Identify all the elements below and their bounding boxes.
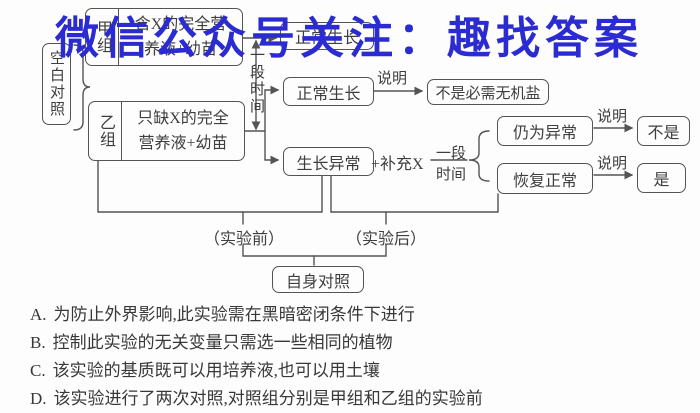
watermark: 微信公众号关注：趣找答案 xyxy=(55,14,643,63)
option-b-text: 控制此实验的无关变量只需选一些相同的植物 xyxy=(52,333,393,352)
recover-normal-box: 恢复正常 xyxy=(497,163,593,194)
explain-label-2: 说明 xyxy=(597,109,628,125)
outcome-brace xyxy=(468,130,490,182)
self-control-box: 自身对照 xyxy=(272,266,364,293)
group-a-content: 含X的完全营 养液+幼苗 xyxy=(119,12,242,62)
group-a-label-cell: 甲组 xyxy=(86,9,119,65)
group-a-box: 甲组 含X的完全营 养液+幼苗 xyxy=(85,8,243,66)
after-experiment-label: （实验后） xyxy=(345,231,426,248)
period2-line2: 时间 xyxy=(435,167,466,183)
blank-control-box: 空白对照 xyxy=(42,43,71,125)
group-b-normal-growth-box: 正常生长 xyxy=(283,77,374,106)
blank-control-label: 空白对照 xyxy=(48,50,64,118)
group-a-result-box: 正常生长 xyxy=(280,22,374,50)
not-essential-conclusion-box: 不是必需无机盐 xyxy=(427,79,549,105)
group-b-abnormal-growth-box: 生长异常 xyxy=(283,147,374,176)
before-experiment-label: （实验前） xyxy=(203,231,284,248)
option-c-label: C. xyxy=(30,361,46,380)
group-b-label: 乙组 xyxy=(97,114,114,148)
still-abnormal-box: 仍为异常 xyxy=(497,116,593,146)
group-b-content-line2: 营养液+幼苗 xyxy=(138,135,228,152)
group-b-content: 只缺X的完全 营养液+幼苗 xyxy=(122,106,244,156)
option-d-label: D. xyxy=(30,389,47,408)
group-b-box: 乙组 只缺X的完全 营养液+幼苗 xyxy=(88,101,245,161)
option-a-text: 为防止外界影响,此实验需在黑暗密闭条件下进行 xyxy=(53,305,415,324)
answer-no-box: 不是 xyxy=(637,116,690,146)
answer-yes-box: 是 xyxy=(637,163,686,193)
supplement-x-label: +补充X xyxy=(371,156,424,173)
group-b-label-cell: 乙组 xyxy=(89,102,122,160)
option-a-label: A. xyxy=(30,305,47,324)
group-b-content-line1: 只缺X的完全 xyxy=(137,110,229,127)
group-a-content-line2: 养液+幼苗 xyxy=(143,41,218,58)
explain-label-1: 说明 xyxy=(377,71,408,87)
option-a: A. 为防止外界影响,此实验需在黑暗密闭条件下进行 xyxy=(30,300,415,325)
period2-line1: 一段 xyxy=(435,146,466,162)
option-c: C. 该实验的基质既可以用培养液,也可以用土壤 xyxy=(30,356,380,381)
option-d: D. 该实验进行了两次对照,对照组分别是甲组和乙组的实验前 xyxy=(30,384,483,409)
option-b-label: B. xyxy=(30,333,46,352)
explain-label-3: 说明 xyxy=(597,156,628,172)
blank-control-brace xyxy=(73,44,91,131)
group-a-label: 甲组 xyxy=(94,20,111,54)
group-a-content-line1: 含X的完全营 xyxy=(134,16,227,33)
option-b: B. 控制此实验的无关变量只需选一些相同的植物 xyxy=(30,328,393,353)
option-d-text: 该实验进行了两次对照,对照组分别是甲组和乙组的实验前 xyxy=(53,389,483,408)
option-c-text: 该实验的基质既可以用培养液,也可以用土壤 xyxy=(52,361,380,380)
